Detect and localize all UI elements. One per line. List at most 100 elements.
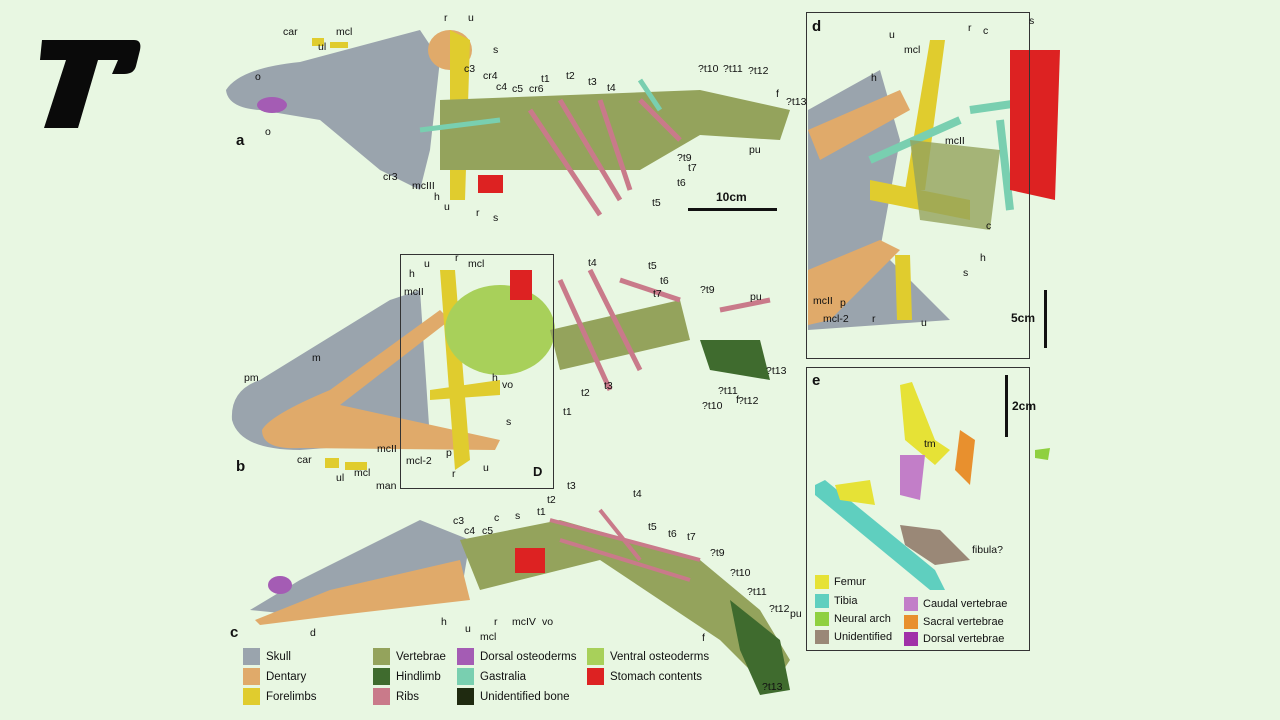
legend-label: Neural arch: [834, 613, 891, 625]
legend-label: Ventral osteoderms: [610, 650, 710, 663]
panel-d-bone-label: mcII: [813, 295, 833, 307]
panel-c-letter: c: [230, 624, 239, 641]
panel-d-bone-label: u: [921, 317, 927, 329]
panel-a-bone-label: c3: [464, 63, 476, 75]
inset-box-letter: D: [533, 464, 543, 479]
legend-swatch: [243, 648, 260, 665]
legend-label: Dorsal vertebrae: [923, 633, 1005, 645]
carpals-b: [325, 458, 367, 470]
legend-label: Caudal vertebrae: [923, 598, 1008, 610]
panel-c-bone-label: f: [702, 632, 705, 644]
ventral-osteoderms-b: [445, 285, 555, 375]
panel-c-bone-label: mcIV: [512, 616, 536, 628]
panel-d-bone-label: mcl: [904, 44, 921, 56]
panel-b-bone-label: f: [736, 394, 739, 406]
journal-logo: [40, 40, 141, 128]
panel-b-bone-label: mcII: [404, 286, 424, 298]
panel-e-legend-item: Tibia: [815, 594, 857, 608]
panel-c-bone-label: r: [494, 616, 498, 628]
panel-b-bone-label: ?t13: [766, 365, 787, 377]
legend-swatch: [243, 668, 260, 685]
panel-a-bone-label: ?t13: [786, 96, 807, 108]
scale-label-a: 10cm: [716, 190, 747, 204]
panel-d-bone-label: mcII: [945, 135, 965, 147]
panel-d-bone-label: u: [889, 29, 895, 41]
legend-label: Unidentified: [834, 631, 893, 643]
legend-label: Skull: [266, 650, 291, 663]
panel-b-bone-label: ?t12: [738, 395, 759, 407]
legend-swatch: [457, 648, 474, 665]
panel-a-bone-label: s: [493, 212, 499, 224]
panel-c-bone-label: pu: [790, 608, 802, 620]
panel-d-bone-label: s: [963, 267, 969, 279]
panel-a-bone-label: ul: [318, 41, 327, 53]
legend-label: Dentary: [266, 670, 307, 683]
panel-a-bone-label: f: [776, 88, 779, 100]
legend-label: Tibia: [834, 595, 858, 607]
dentary-b: [262, 310, 500, 450]
scale-label-d: 5cm: [1011, 311, 1036, 325]
panel-e-letter: e: [812, 372, 821, 389]
panel-a-bone-label: t1: [541, 73, 550, 85]
legend-swatch: [587, 668, 604, 685]
panel-b-bone-label: r: [452, 468, 456, 480]
osteoderm-a: [257, 97, 287, 113]
panel-e-legend-item: Caudal vertebrae: [904, 597, 1007, 611]
scale-bar-a: [688, 208, 777, 211]
panel-a-bone-label: r: [444, 12, 448, 24]
panel-e-legend-item: Sacral vertebrae: [904, 615, 1004, 629]
panel-b-bone-label: ?t10: [702, 400, 723, 412]
legend-swatch: [904, 632, 918, 646]
legend-swatch: [373, 648, 390, 665]
legend-label: Femur: [834, 576, 866, 588]
panel-c-bone-label: ?t13: [762, 681, 783, 693]
stomach-b: [510, 270, 532, 300]
legend-item: Gastralia: [457, 668, 526, 685]
panel-e-bone-label: fibula?: [972, 544, 1003, 556]
panel-b-bone-label: t4: [588, 257, 597, 269]
legend-label: Forelimbs: [266, 690, 317, 703]
ribs-a: [527, 98, 682, 217]
legend-swatch: [457, 668, 474, 685]
panel-a-bone-label: o: [255, 71, 261, 83]
panel-a-bone-label: cr4: [483, 70, 498, 82]
panel-c-bone-label: ?t10: [730, 567, 751, 579]
panel-a-bone-label: t4: [607, 82, 616, 94]
dentary-c: [255, 560, 470, 625]
panel-a-bone-label: t3: [588, 76, 597, 88]
legend-swatch: [815, 575, 829, 589]
scale-label-e: 2cm: [1012, 399, 1037, 413]
panel-b-bone-label: s: [506, 416, 512, 428]
panel-b-bone-label: t3: [604, 380, 613, 392]
hindlimb-b: [700, 340, 770, 380]
stomach-a: [478, 175, 503, 193]
legend-label: Gastralia: [480, 670, 527, 683]
skull-b: [231, 290, 430, 450]
panel-c-bone-label: t7: [687, 531, 696, 543]
panel-b-bone-label: h: [409, 268, 415, 280]
panel-b-letter: b: [236, 458, 246, 475]
panel-c-bone-label: c3: [453, 515, 465, 527]
legend-item: Ventral osteoderms: [587, 648, 709, 665]
panel-c-bone-label: c4: [464, 525, 476, 537]
panel-a-specimen: [226, 30, 790, 217]
legend-item: Hindlimb: [373, 668, 441, 685]
panel-b-bone-label: t7: [653, 288, 662, 300]
panel-c-bone-label: s: [515, 510, 521, 522]
panel-b-bone-label: ?t9: [700, 284, 715, 296]
panel-c-specimen: [250, 508, 790, 695]
skull-a: [226, 30, 440, 190]
legend-label: Unidentified bone: [480, 690, 570, 703]
ribs-c: [549, 508, 701, 582]
panel-a-bone-label: h: [434, 191, 440, 203]
panel-b-bone-label: r: [455, 252, 459, 264]
panel-a-bone-label: pu: [749, 144, 761, 156]
panel-c-bone-label: t4: [633, 488, 642, 500]
legend-item: Dentary: [243, 668, 306, 685]
tibia-e: [815, 480, 945, 590]
panel-a-bone-label: ?t10: [698, 63, 719, 75]
panel-a-bone-label: car: [283, 26, 298, 38]
panel-e-specimen: [815, 382, 1050, 590]
panel-d-specimen: [808, 40, 1060, 330]
